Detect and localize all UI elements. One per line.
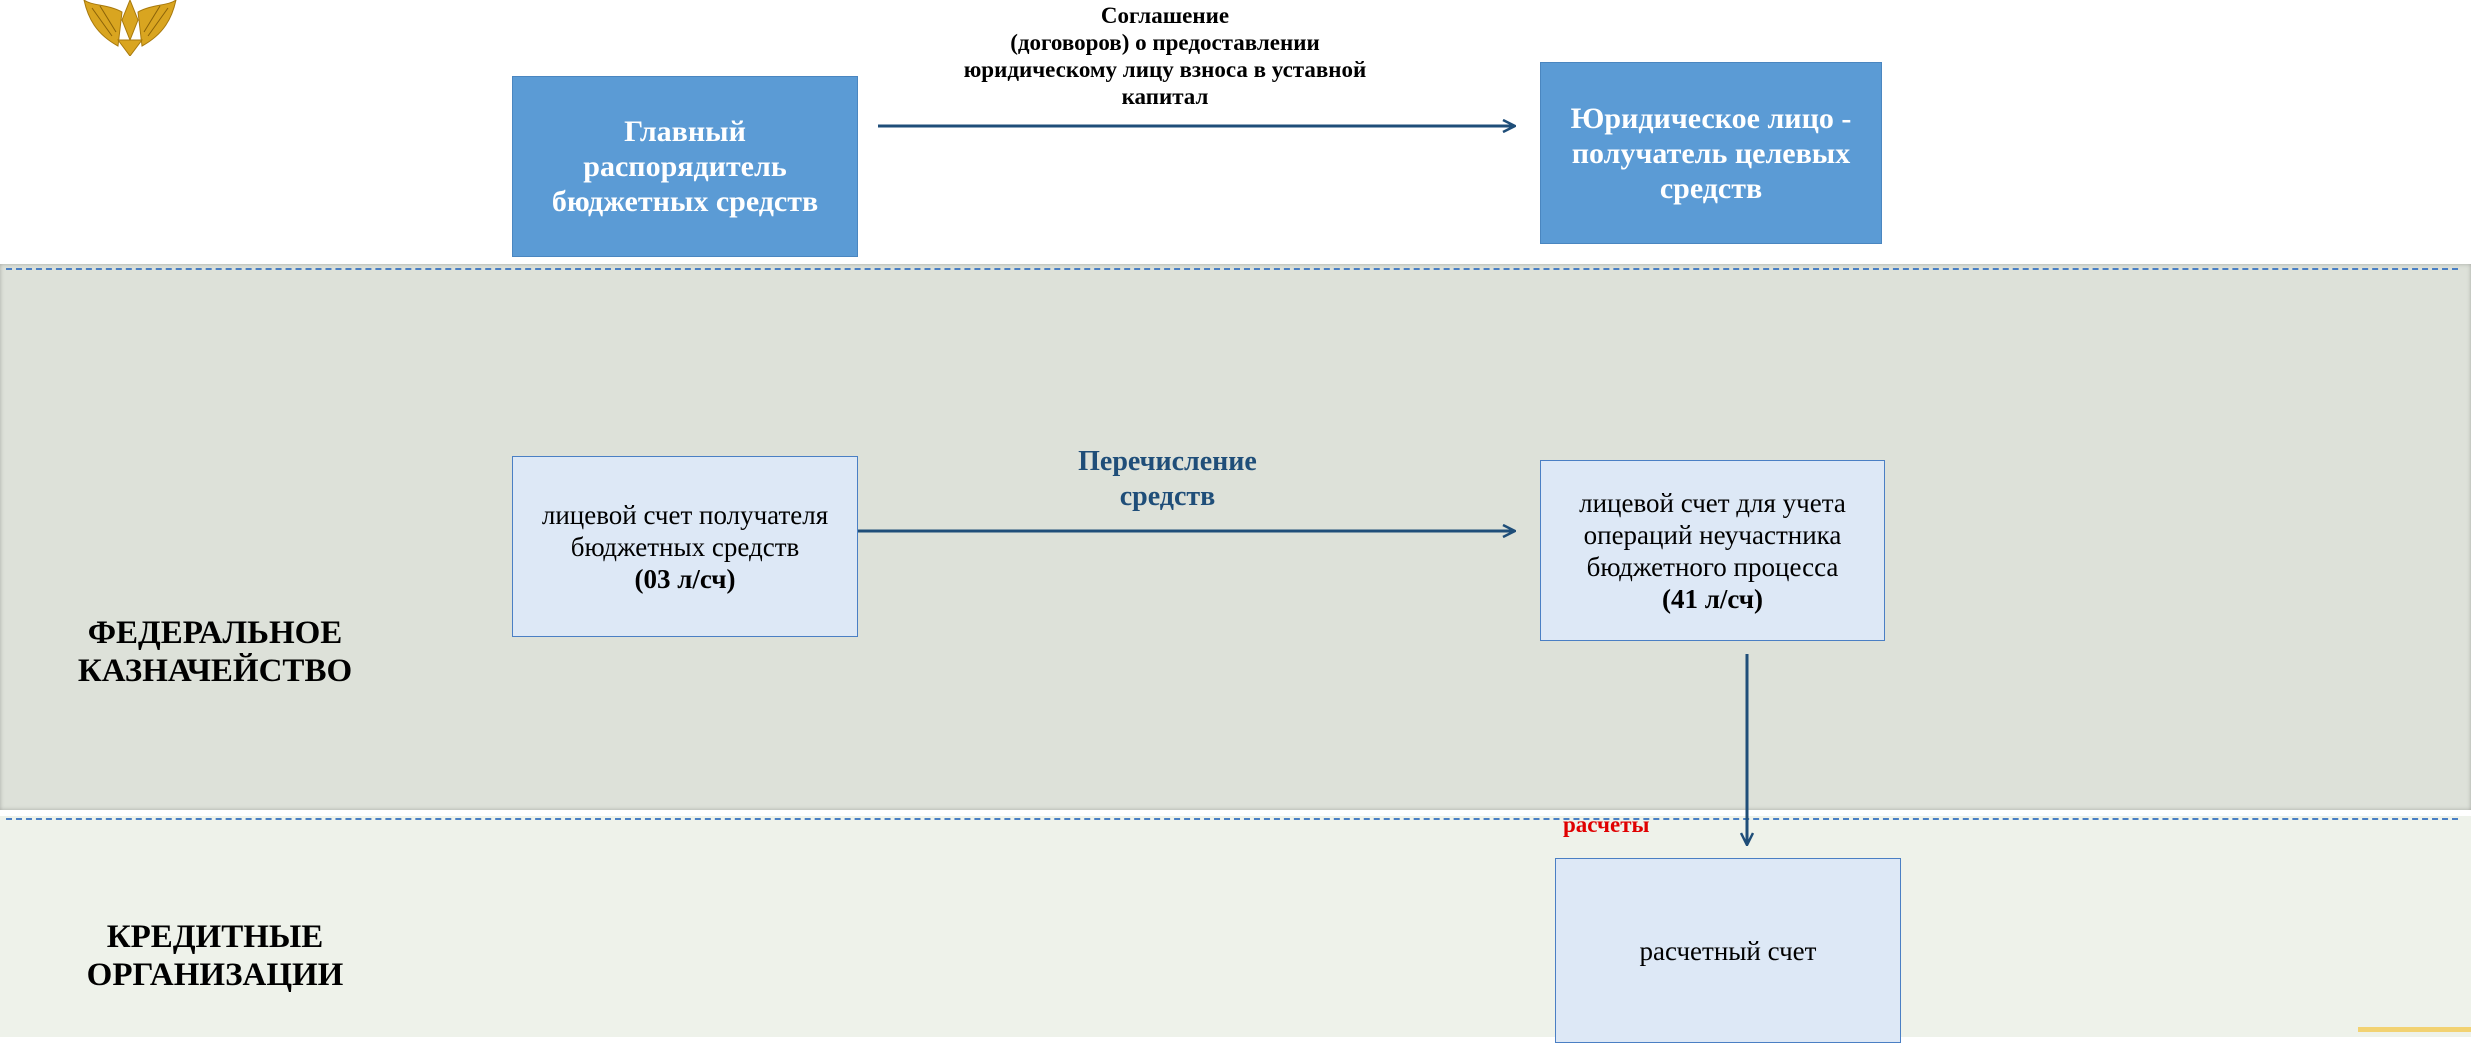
transfer-label-line: Перечисление [1078, 446, 1257, 477]
corner-accent [2358, 1027, 2471, 1032]
transfer-label: Перечисление средств [1030, 444, 1305, 514]
transfer-label-line: средств [1119, 481, 1216, 512]
agreement-label-line: капитал [1121, 84, 1209, 109]
account-41-line: операций неучастника [1583, 519, 1842, 550]
section-divider-bottom [6, 818, 2458, 820]
account-03-box: лицевой счет получателя бюджетных средст… [512, 456, 858, 637]
account-41-line: лицевой счет для учета [1579, 487, 1846, 518]
section-divider-top [6, 268, 2458, 270]
treasury-band [0, 264, 2471, 810]
main-administrator-box: Главный распорядитель бюджетных средств [512, 76, 858, 257]
account-03-line: бюджетных средств [570, 531, 800, 562]
agreement-label-line: (договоров) о предоставлении [1010, 30, 1320, 55]
main-administrator-line: распорядитель [583, 150, 787, 183]
legal-entity-line: Юридическое лицо - [1570, 101, 1852, 135]
federal-treasury-label: ФЕДЕРАЛЬНОЕ КАЗНАЧЕЙСТВО [40, 614, 390, 690]
emblem-icon [83, 0, 177, 56]
legal-entity-line: средств [1659, 171, 1763, 205]
settlement-account-box: расчетный счет [1555, 858, 1901, 1043]
legal-entity-line: получатель целевых [1571, 136, 1851, 170]
credit-organizations-label-line: ОРГАНИЗАЦИИ [86, 957, 344, 993]
account-41-box: лицевой счет для учета операций неучастн… [1540, 460, 1885, 641]
settlements-label: расчеты [1563, 812, 1650, 837]
agreement-label: Соглашение (договоров) о предоставлении … [905, 2, 1425, 110]
agreement-label-line: Соглашение [1100, 3, 1230, 28]
agreement-label-line: юридическому лицу взноса в уставной [963, 57, 1367, 82]
federal-treasury-label-line: ФЕДЕРАЛЬНОЕ [87, 615, 343, 651]
credit-organizations-label-line: КРЕДИТНЫЕ [106, 919, 324, 955]
main-administrator-line: бюджетных средств [551, 185, 819, 218]
account-41-line: бюджетного процесса [1586, 551, 1839, 582]
main-administrator-line: Главный [624, 115, 746, 148]
settlement-account-label: расчетный счет [1639, 935, 1817, 966]
account-03-line: лицевой счет получателя [541, 499, 829, 530]
account-03-code: (03 л/сч) [634, 563, 736, 594]
federal-treasury-label-line: КАЗНАЧЕЙСТВО [77, 653, 353, 689]
legal-entity-box: Юридическое лицо - получатель целевых ср… [1540, 62, 1882, 244]
credit-organizations-band [0, 816, 2471, 1037]
credit-organizations-label: КРЕДИТНЫЕ ОРГАНИЗАЦИИ [40, 918, 390, 994]
account-41-code: (41 л/сч) [1661, 583, 1764, 614]
